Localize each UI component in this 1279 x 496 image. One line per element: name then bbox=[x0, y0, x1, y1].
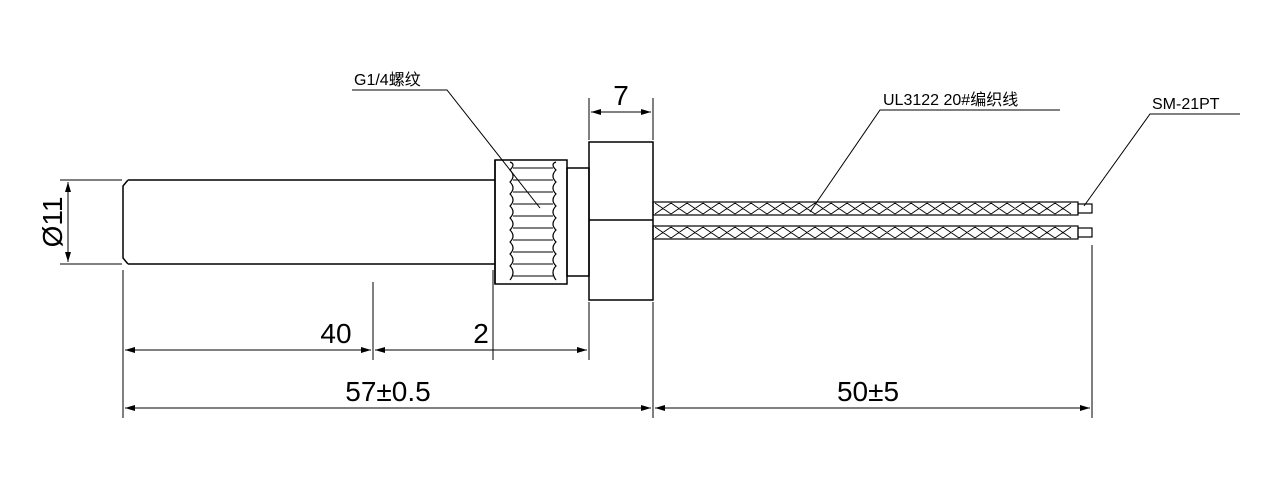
lead-wires bbox=[652, 201, 1093, 240]
thread-profile bbox=[509, 161, 557, 281]
heater-tube bbox=[122, 179, 495, 265]
dim-body-length: 40 bbox=[320, 318, 351, 349]
extension-lines bbox=[60, 98, 1093, 418]
leader-wire bbox=[809, 109, 1060, 213]
lead-wire-lower bbox=[652, 225, 1093, 240]
part-outline bbox=[122, 141, 654, 301]
dim-diameter: Ø11 bbox=[37, 197, 68, 248]
dim-lead-length: 50±5 bbox=[837, 376, 899, 407]
label-thread: G1/4螺纹 bbox=[354, 71, 421, 89]
leader-thread bbox=[352, 89, 541, 209]
lead-wire-upper bbox=[652, 201, 1093, 216]
terminal-lower bbox=[1077, 227, 1093, 238]
leader-lines bbox=[352, 89, 1240, 213]
dim-total-length: 57±0.5 bbox=[345, 376, 430, 407]
dim-hex-width: 7 bbox=[613, 80, 629, 111]
neck bbox=[566, 167, 590, 277]
hex-head bbox=[588, 141, 654, 301]
dim-thread-gap: 2 bbox=[473, 318, 489, 349]
label-terminal: SM-21PT bbox=[1152, 96, 1220, 113]
dimension-lines bbox=[65, 109, 1090, 411]
leader-terminal bbox=[1083, 113, 1240, 207]
label-wire: UL3122 20#编织线 bbox=[883, 91, 1018, 109]
